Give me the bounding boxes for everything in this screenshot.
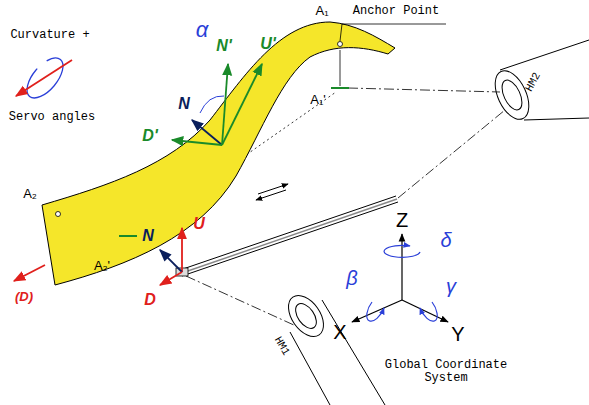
axis-label: U' bbox=[260, 35, 275, 53]
legend-text: Curvature + bbox=[10, 29, 89, 42]
axis-label: N bbox=[178, 95, 190, 113]
axis-label: U bbox=[193, 215, 205, 233]
point-label: A₁ bbox=[315, 4, 328, 18]
angle-symbol: δ bbox=[440, 229, 451, 251]
global-axes bbox=[352, 234, 448, 322]
axis-label: Z bbox=[396, 209, 408, 231]
caption-text: Global Coordinate System bbox=[371, 359, 521, 385]
angle-symbol: β bbox=[346, 267, 357, 289]
point-label: A₂ bbox=[23, 187, 37, 201]
angle-symbol: γ bbox=[446, 275, 456, 297]
motor-label: HM1 bbox=[272, 334, 292, 357]
axis-label: N bbox=[142, 227, 154, 245]
flexible-ribbon bbox=[42, 22, 446, 285]
point-label: A₂' bbox=[94, 259, 110, 273]
legend-text: Servo angles bbox=[9, 111, 95, 124]
point-label: A₁' bbox=[310, 93, 326, 107]
axis-label: D bbox=[144, 291, 156, 309]
axis-label: (D) bbox=[15, 290, 33, 304]
callout-text: Anchor Point bbox=[353, 5, 439, 18]
axis-label: D' bbox=[142, 127, 157, 145]
axis-label: N' bbox=[216, 37, 231, 55]
angle-symbol: α bbox=[196, 18, 209, 42]
axis-label: X bbox=[333, 321, 346, 343]
legend-symbols bbox=[16, 52, 72, 104]
coordinate-frames bbox=[14, 64, 262, 285]
axis-label: Y bbox=[451, 323, 464, 345]
